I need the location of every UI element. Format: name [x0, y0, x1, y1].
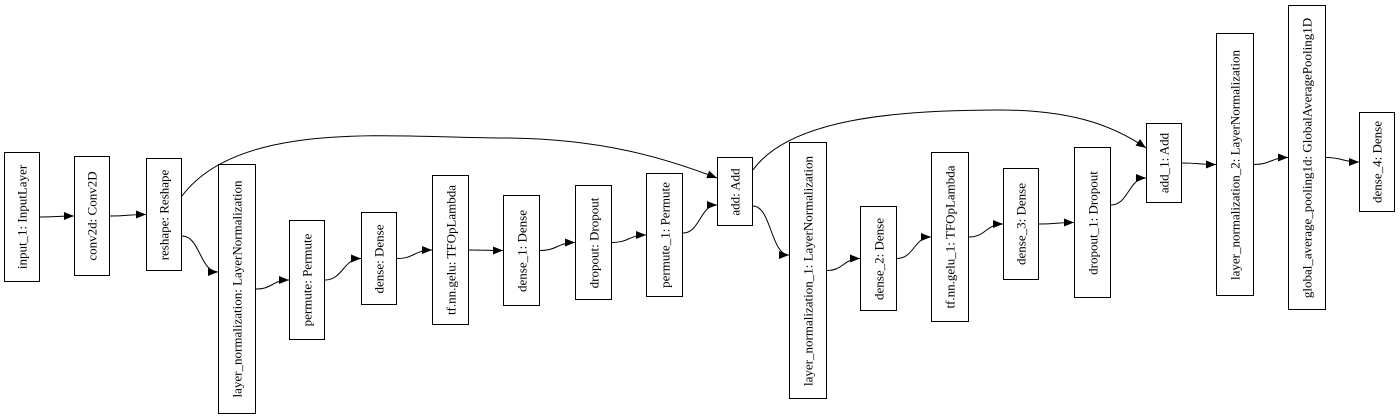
node-label: dropout: Dropout — [586, 197, 601, 288]
edge-layer-normalization-1-to-dense-2 — [826, 254, 861, 271]
node-dropout: dropout: Dropout — [575, 185, 612, 300]
node-add: add: Add — [717, 157, 753, 226]
node-label: permute: Permute — [299, 233, 315, 327]
node-label: permute_1: Permute — [657, 182, 672, 288]
node-label: dense: Dense — [371, 224, 387, 293]
edge-dense-to-tf-nn-gelu — [396, 246, 433, 259]
node-label: dropout_1: Dropout — [1085, 170, 1100, 275]
node-conv2d: conv2d: Conv2D — [74, 156, 110, 276]
node-add-1: add_1: Add — [1146, 123, 1182, 203]
edge-tf-nn-gelu-1-to-dense-3 — [968, 220, 1004, 238]
node-label: layer_normalization_1: LayerNormalizatio… — [800, 155, 816, 386]
node-permute: permute: Permute — [289, 220, 325, 340]
node-label: add: Add — [727, 167, 743, 216]
node-layer-normalization: layer_normalization: LayerNormalization — [218, 164, 256, 414]
node-tf-nn-gelu-1: tf.nn.gelu_1: TFOpLambda — [931, 152, 969, 322]
node-tf-nn-gelu: tf.nn.gelu: TFOpLambda — [432, 175, 469, 325]
edge-reshape-to-layer-normalization — [181, 235, 219, 276]
edge-global-average-pooling1d-to-dense-4 — [1325, 157, 1360, 166]
node-dense: dense: Dense — [361, 212, 397, 305]
node-label: conv2d: Conv2D — [84, 171, 100, 261]
node-label: dense_3: Dense — [1013, 183, 1029, 265]
node-global-average-pooling1d: global_average_pooling1d: GlobalAverageP… — [1288, 5, 1326, 310]
edge-reshape-to-add — [181, 135, 718, 197]
edge-tf-nn-gelu-to-dense-1 — [468, 246, 504, 255]
edge-add-1-to-layer-normalization-2 — [1181, 160, 1217, 169]
node-dense-3: dense_3: Dense — [1003, 168, 1039, 280]
edge-layer-normalization-to-permute — [255, 276, 290, 290]
edge-dropout-to-permute-1 — [611, 231, 647, 243]
edge-add-to-layer-normalization-1 — [752, 205, 790, 259]
node-label: layer_normalization: LayerNormalization — [229, 180, 245, 398]
edge-conv2d-to-reshape — [109, 210, 147, 219]
edge-dense-3-to-dropout-1 — [1038, 218, 1075, 227]
edge-input-1-to-conv2d — [39, 212, 75, 221]
node-permute-1: permute_1: Permute — [646, 173, 683, 297]
node-label: dense_2: Dense — [871, 217, 886, 300]
node-reshape: reshape: Reshape — [146, 158, 182, 271]
node-label: global_average_pooling1d: GlobalAverageP… — [1299, 17, 1315, 298]
node-label: tf.nn.gelu: TFOpLambda — [443, 184, 458, 316]
edge-dropout-1-to-add-1 — [1110, 174, 1147, 206]
node-layer-normalization-1: layer_normalization_1: LayerNormalizatio… — [789, 142, 827, 399]
node-label: add_1: Add — [1156, 132, 1172, 194]
node-label: layer_normalization_2: LayerNormalizatio… — [1227, 49, 1243, 280]
node-dense-1: dense_1: Dense — [503, 195, 540, 306]
node-label: dense_1: Dense — [514, 209, 529, 292]
node-dense-4: dense_4: Dense — [1359, 112, 1395, 212]
edge-dense-2-to-tf-nn-gelu-1 — [896, 233, 932, 259]
edge-permute-1-to-add — [682, 201, 718, 234]
node-label: input_1: InputLayer — [14, 164, 30, 270]
node-label: tf.nn.gelu_1: TFOpLambda — [942, 165, 958, 309]
node-dropout-1: dropout_1: Dropout — [1074, 147, 1111, 298]
node-layer-normalization-2: layer_normalization_2: LayerNormalizatio… — [1216, 33, 1254, 296]
node-label: reshape: Reshape — [156, 169, 172, 260]
edge-add-to-add-1 — [752, 109, 1147, 171]
node-dense-2: dense_2: Dense — [860, 206, 897, 311]
node-label: dense_4: Dense — [1369, 121, 1385, 203]
edge-layer-normalization-2-to-global-average-pooling1d — [1253, 153, 1289, 165]
edge-permute-to-dense — [324, 254, 362, 281]
edge-dense-1-to-dropout — [539, 238, 576, 251]
node-input-1: input_1: InputLayer — [4, 152, 40, 282]
